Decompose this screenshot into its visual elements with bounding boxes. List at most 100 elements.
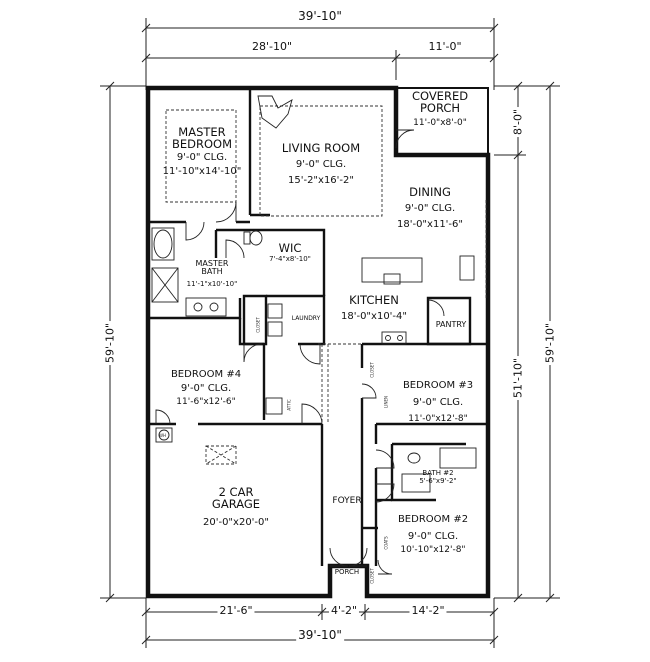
door-closet-b4 <box>155 409 171 425</box>
room-garage: 2 CAR GARAGE 20'-0"x20'-0" <box>203 486 269 529</box>
dim-top-left: 28'-10" <box>249 40 295 53</box>
room-name: BEDROOM #2 <box>397 514 469 525</box>
room-name: BATH <box>201 267 223 277</box>
room-name: MASTER <box>178 125 226 139</box>
room-foyer: FOYER <box>332 496 362 506</box>
label-coats: COATS <box>383 536 389 550</box>
room-size: 11'-10"x14'-10" <box>162 165 242 177</box>
room-ceiling: 9'-0" CLG. <box>176 152 228 164</box>
label-closet-b2: CLOSET <box>369 568 375 584</box>
label-attic: ATTIC <box>286 399 292 411</box>
dim-right-overall: 59'-10" <box>543 320 557 366</box>
room-wic: WIC 7'-4"x8'-10" <box>269 242 311 263</box>
room-size: 10'-10"x12'-8" <box>400 545 466 555</box>
room-ceiling: 9'-0" CLG. <box>295 159 347 171</box>
dim-right-inner: 51'-10" <box>511 355 525 401</box>
room-name: MASTER <box>195 259 229 268</box>
room-size: 18'-0"x11'-6" <box>396 218 464 230</box>
room-name: LIVING ROOM <box>281 141 361 155</box>
fireplace <box>257 95 293 129</box>
room-ceiling: 9'-0" CLG. <box>412 396 464 408</box>
room-size: 5'-6"x9'-2" <box>419 477 457 486</box>
range <box>381 331 407 345</box>
room-size: 18'-0"x10'-4" <box>340 311 408 323</box>
room-ceiling: 9'-0" CLG. <box>404 203 456 215</box>
water-heater <box>155 427 173 443</box>
room-laundry: LAUNDRY <box>291 315 321 322</box>
front-porch-outline <box>329 566 368 596</box>
door-front2 <box>348 547 368 567</box>
dim-right-porch: 8'-0" <box>511 106 525 138</box>
label-closet-b3: CLOSET <box>369 362 375 378</box>
room-size: 15'-2"x16'-2" <box>287 174 354 186</box>
toilet-master <box>249 230 263 246</box>
door-garage <box>301 403 323 425</box>
room-name: BEDROOM #4 <box>170 369 242 380</box>
dim-bottom-mid: 4'-2" <box>328 604 360 617</box>
toilet-bath2 <box>407 452 421 464</box>
room-name: BATH #2 <box>422 469 454 477</box>
hvac <box>265 397 283 415</box>
room-master-bath: MASTER BATH 11'-1"x10'-10" <box>186 259 238 288</box>
door-master-bedroom <box>215 201 237 223</box>
room-bedroom2: BEDROOM #2 9'-0" CLG. 10'-10"x12'-8" <box>397 514 469 555</box>
room-name: BEDROOM <box>171 137 233 152</box>
room-living: LIVING ROOM 9'-0" CLG. 15'-2"x16'-2" <box>282 142 360 186</box>
door-laundry <box>299 343 321 365</box>
room-name: GARAGE <box>211 497 261 512</box>
dim-left-overall: 59'-10" <box>103 320 117 366</box>
dryer <box>267 321 283 337</box>
room-porch: PORCH <box>334 568 360 576</box>
door-bedroom3 <box>361 383 377 399</box>
room-master-bedroom: MASTER BEDROOM 9'-0" CLG. 11'-10"x14'-10… <box>163 126 242 177</box>
label-water-heater: WH <box>159 433 166 438</box>
dim-top-overall: 39'-10" <box>296 9 344 23</box>
room-kitchen: KITCHEN 18'-0"x10'-4" <box>341 294 407 323</box>
wall-wic <box>216 228 326 296</box>
tray-master <box>165 109 237 203</box>
tray-living <box>259 105 383 217</box>
room-bath2: BATH #2 5'-6"x9'-2" <box>419 469 457 486</box>
bathtub-master <box>153 229 173 259</box>
door-bedroom4 <box>243 343 263 363</box>
dim-bottom-left: 21'-6" <box>217 604 255 617</box>
room-size: 11'-6"x12'-6" <box>176 397 236 407</box>
door-pantry <box>427 299 445 317</box>
room-size: 11'-0"x12'-8" <box>408 414 468 424</box>
room-bedroom3: BEDROOM #3 9'-0" CLG. 11'-0"x12'-8" <box>402 380 474 424</box>
room-name: DINING <box>409 185 451 199</box>
room-size: 7'-4"x8'-10" <box>269 255 311 264</box>
room-ceiling: 9'-0" CLG. <box>180 382 232 394</box>
vanity-master <box>185 297 227 317</box>
dim-top-right: 11'-0" <box>426 40 464 53</box>
tub-bath2 <box>439 447 477 469</box>
room-size: 11'-1"x10'-10" <box>186 279 238 288</box>
room-name: KITCHEN <box>349 293 399 307</box>
door-porch <box>395 129 415 149</box>
room-size: 11'-0"x8'-0" <box>413 118 467 129</box>
door-wic <box>225 239 245 259</box>
covered-porch-outline <box>396 87 489 155</box>
room-name: COVERED <box>411 89 469 103</box>
washer <box>267 303 283 319</box>
label-linen: LINEN <box>383 396 389 408</box>
room-bedroom4: BEDROOM #4 9'-0" CLG. 11'-6"x12'-6" <box>170 369 242 407</box>
room-size: 20'-0"x20'-0" <box>202 517 270 529</box>
sink-bath2 <box>401 473 431 493</box>
door-bath2 <box>375 449 395 469</box>
shower-master <box>151 267 179 303</box>
room-dining: DINING 9'-0" CLG. 18'-0"x11'-6" <box>397 186 463 230</box>
room-name: 2 CAR <box>218 485 254 499</box>
door-master-bath <box>185 221 205 241</box>
door-closet-b2 <box>377 559 393 575</box>
room-covered-porch: COVERED PORCH 11'-0"x8'-0" <box>412 90 468 129</box>
room-ceiling: 9'-0" CLG. <box>407 530 459 542</box>
door-front <box>329 547 349 567</box>
dim-bottom-right: 14'-2" <box>409 604 447 617</box>
room-name: BEDROOM #3 <box>402 380 474 391</box>
room-name: WIC <box>278 241 302 255</box>
door-bedroom2 <box>375 483 395 503</box>
label-closet-laundry: CLOSET <box>255 317 261 333</box>
attic-access <box>205 445 237 465</box>
